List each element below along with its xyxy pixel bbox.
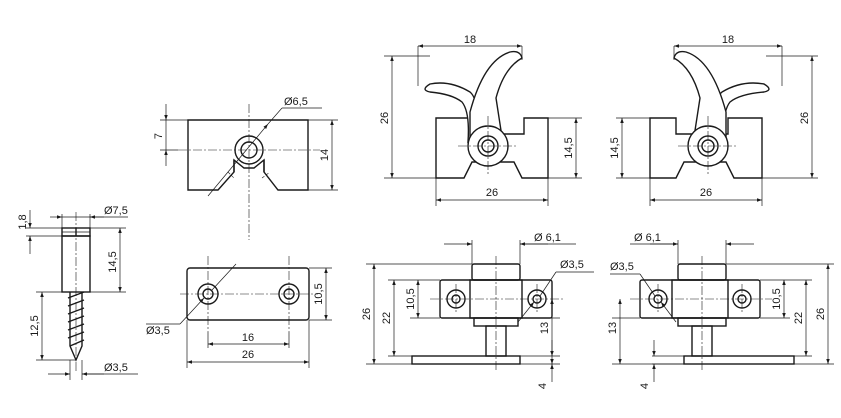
dim-dia-7-5: Ø7,5 bbox=[104, 205, 128, 217]
dim-dia-6-1-b: Ø 6,1 bbox=[634, 232, 661, 244]
dim-dia-3-5-a: Ø3,5 bbox=[560, 259, 584, 271]
dim-dia-3-5-screw: Ø3,5 bbox=[104, 362, 128, 374]
latch-top-view-a: Ø 6,1 Ø3,5 26 22 10,5 13 4 bbox=[361, 232, 594, 389]
dim-dia-6-5: Ø6,5 bbox=[284, 96, 308, 108]
dim-26-a: 26 bbox=[361, 308, 373, 320]
dim-13-a: 13 bbox=[539, 322, 551, 334]
screw-view: 1,8 Ø7,5 14,5 12,5 Ø3,5 bbox=[17, 205, 138, 380]
dim-26-width-b: 26 bbox=[700, 187, 712, 199]
dim-dia-6-1-a: Ø 6,1 bbox=[534, 232, 561, 244]
dim-26-plate: 26 bbox=[242, 349, 254, 361]
latch-front-view-a: 18 26 14,5 26 bbox=[379, 34, 582, 206]
dim-12-5: 12,5 bbox=[29, 315, 41, 336]
dim-dia-3-5-b: Ø3,5 bbox=[610, 261, 634, 273]
dim-4-b: 4 bbox=[639, 383, 651, 389]
base-front-view: 7 14 Ø6,5 bbox=[153, 96, 338, 240]
base-plate-view: 10,5 16 26 Ø3,5 bbox=[146, 256, 332, 368]
dim-10-5-b: 10,5 bbox=[771, 288, 783, 309]
dim-7: 7 bbox=[153, 133, 165, 139]
dim-14: 14 bbox=[319, 149, 331, 161]
dim-18-b: 18 bbox=[722, 34, 734, 46]
dim-26-height-b: 26 bbox=[799, 112, 811, 124]
dim-26-b: 26 bbox=[815, 308, 827, 320]
dim-14-5-b: 14,5 bbox=[609, 137, 621, 158]
dim-10-5-a: 10,5 bbox=[405, 288, 417, 309]
latch-front-view-b: 18 14,5 26 26 bbox=[609, 34, 818, 206]
dim-13-b: 13 bbox=[607, 322, 619, 334]
dim-14-5: 14,5 bbox=[107, 251, 119, 272]
dim-4-a: 4 bbox=[537, 383, 549, 389]
dim-14-5-a: 14,5 bbox=[563, 137, 575, 158]
latch-top-view-b: Ø 6,1 Ø3,5 13 10,5 22 26 4 bbox=[607, 232, 834, 389]
dim-26-height-a: 26 bbox=[379, 112, 391, 124]
dim-10-5-plate: 10,5 bbox=[313, 283, 325, 304]
dim-16: 16 bbox=[242, 332, 254, 344]
dim-26-width-a: 26 bbox=[486, 187, 498, 199]
dim-22-b: 22 bbox=[793, 312, 805, 324]
dim-1-8: 1,8 bbox=[17, 214, 29, 229]
dim-dia-3-5-plate: Ø3,5 bbox=[146, 325, 170, 337]
dim-22-a: 22 bbox=[381, 312, 393, 324]
dim-18-a: 18 bbox=[464, 34, 476, 46]
